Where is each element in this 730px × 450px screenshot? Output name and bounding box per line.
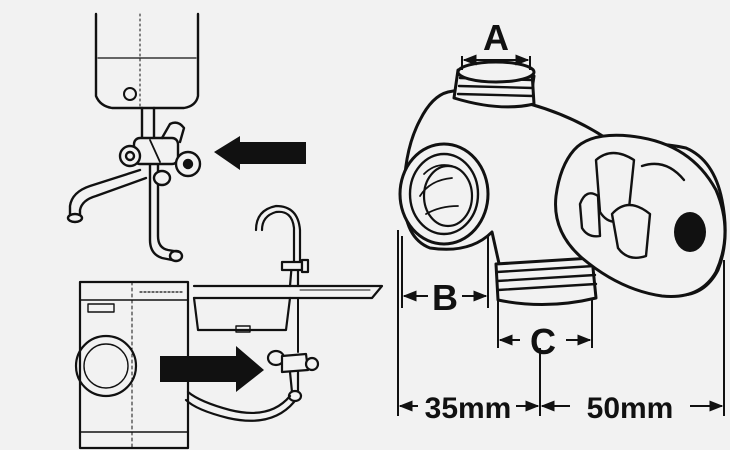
dimension-50mm: 50mm — [587, 392, 674, 425]
arrow-to-heater-valve — [214, 136, 306, 170]
arrow-to-sink-valve — [160, 346, 264, 392]
label-c: C — [530, 321, 556, 362]
label-a: A — [483, 17, 509, 58]
dimension-35mm: 35mm — [425, 392, 512, 425]
t-valve-detail — [398, 60, 727, 306]
washing-machine-illustration — [74, 204, 384, 450]
dimension-lines — [397, 54, 725, 416]
label-b: B — [432, 277, 458, 318]
water-heater-illustration — [66, 12, 202, 263]
